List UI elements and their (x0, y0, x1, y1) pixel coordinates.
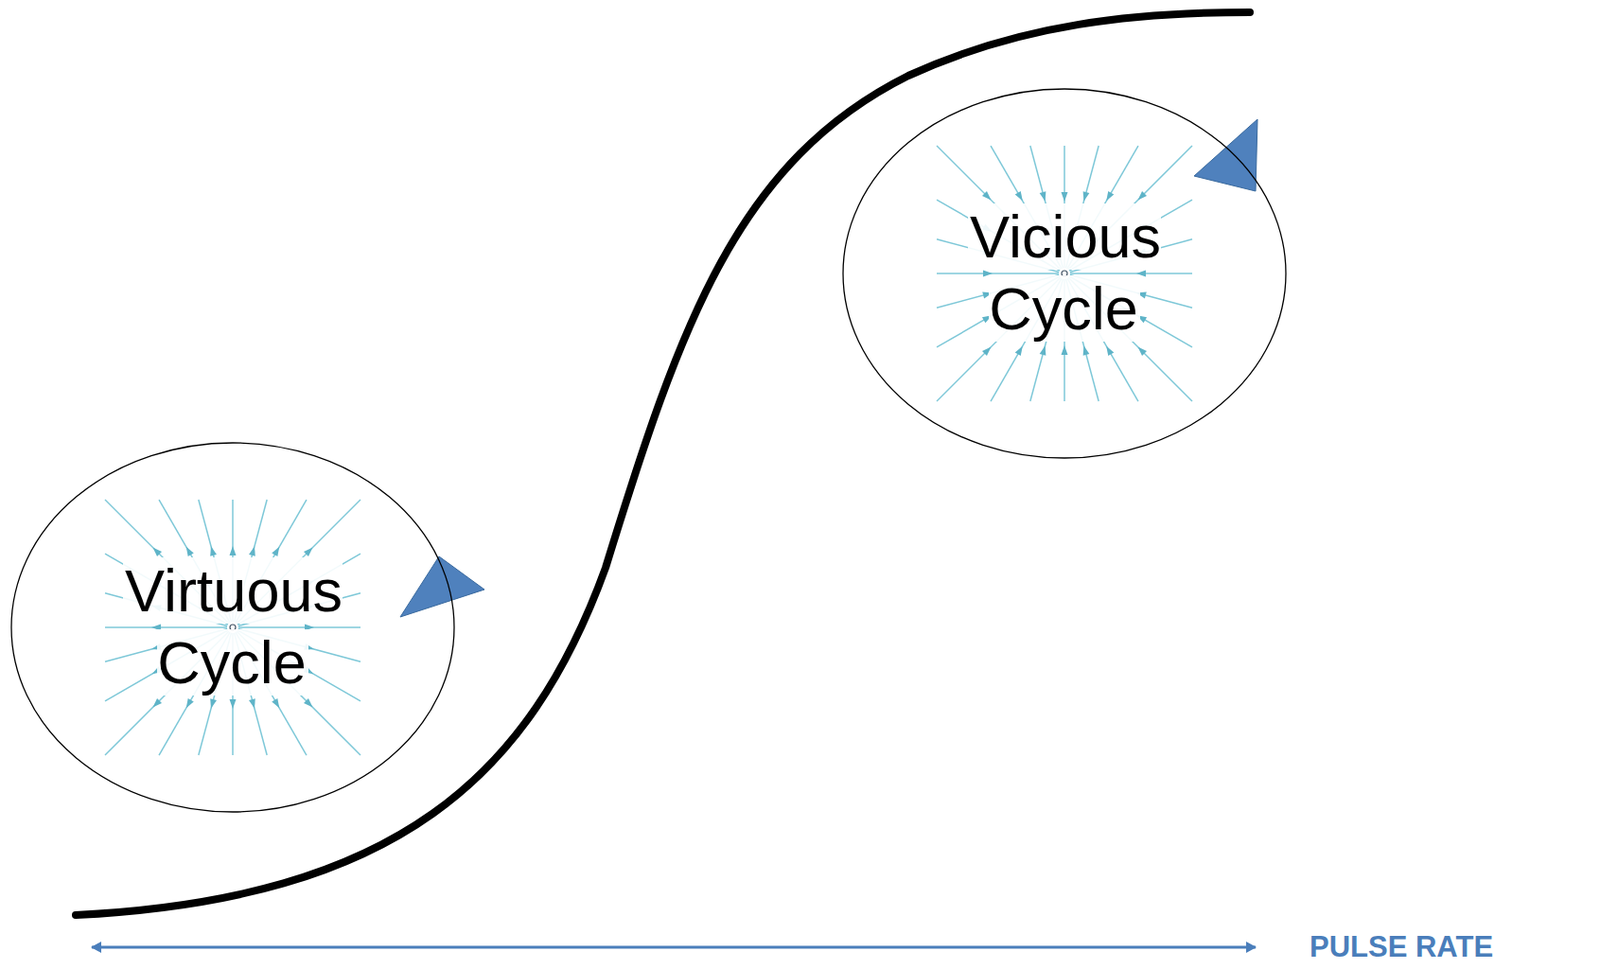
field-arrowhead (982, 346, 992, 356)
field-ray (1070, 272, 1193, 275)
field-arrowhead (1106, 191, 1114, 201)
field-arrowhead (229, 545, 237, 556)
field-arrowhead (152, 698, 162, 708)
field-arrowhead (303, 546, 314, 557)
field-ray (936, 272, 1059, 275)
sigmoid-curve (75, 12, 1250, 915)
field-arrowhead (1061, 192, 1069, 202)
cycle-title: Vicious Cycle (922, 201, 1207, 345)
cycle-title-text: Vicious Cycle (967, 203, 1161, 342)
field-arrowhead (1015, 346, 1023, 356)
ellipse-border (843, 88, 1286, 458)
field-arrowhead (229, 699, 237, 709)
field-arrowhead (1137, 191, 1147, 201)
ellipse-outline (842, 87, 1287, 459)
ellipse-outline (10, 441, 456, 813)
field-arrowhead (210, 698, 217, 709)
field-ray (238, 626, 361, 629)
field-arrowhead (248, 698, 256, 709)
cycle-title: Virtuous Cycle (90, 555, 375, 699)
field-arrowhead (303, 698, 314, 708)
field-arrowhead (1015, 191, 1023, 201)
field-arrowhead (210, 545, 217, 557)
field-arrowhead (1106, 346, 1114, 356)
field-arrowhead (186, 546, 194, 557)
pulse-rate-axis (91, 946, 1256, 950)
field-arrowhead (1039, 345, 1047, 356)
cycle-ellipse: Vicious Cycle (842, 87, 1287, 459)
field-arrowhead (982, 191, 992, 201)
axis-label: PULSE RATE (1309, 930, 1494, 965)
field-arrowhead (1137, 346, 1147, 356)
ellipse-border (11, 442, 455, 812)
cycle-ellipse: Virtuous Cycle (10, 441, 456, 813)
field-arrowhead (271, 698, 280, 708)
field-arrowhead (1083, 345, 1091, 356)
field-arrowhead (186, 698, 194, 708)
field-arrowhead (152, 546, 162, 557)
field-ray (105, 626, 228, 629)
field-arrowhead (271, 546, 280, 557)
field-arrowhead (1061, 345, 1069, 355)
field-arrowhead (1039, 191, 1047, 202)
field-arrowhead (1083, 191, 1091, 202)
vector-fields (105, 119, 1258, 756)
cycle-arrowhead (400, 556, 485, 617)
field-arrowhead (248, 545, 256, 557)
cycle-title-text: Virtuous Cycle (123, 557, 343, 696)
